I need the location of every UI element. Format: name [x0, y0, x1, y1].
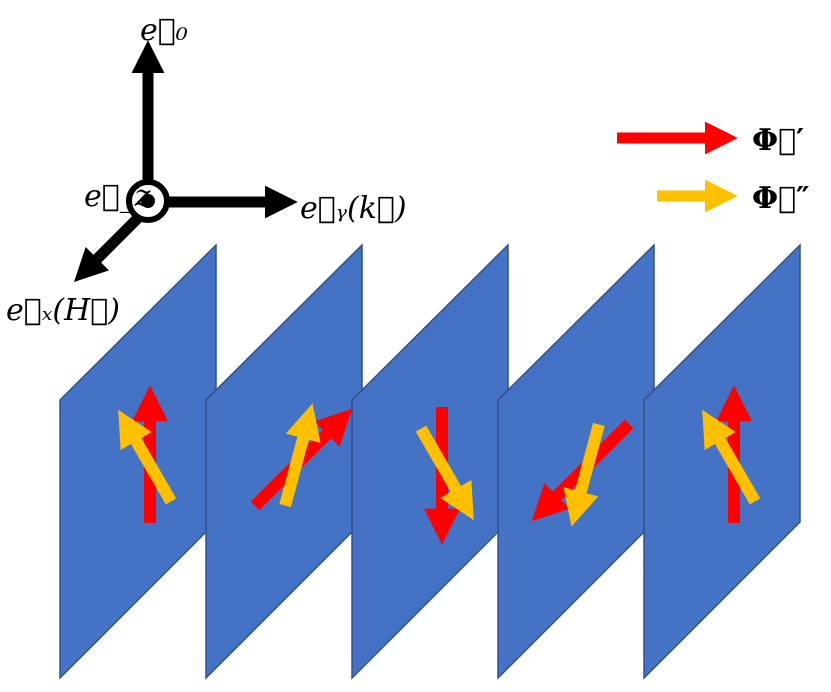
wave-plane — [205, 243, 363, 680]
legend-phi-double-prime-label: Φ⃗″ — [752, 181, 810, 216]
wave-plane — [351, 243, 509, 680]
axis-e0-label: e⃗₀ — [140, 13, 188, 48]
wave-plane — [497, 243, 655, 680]
legend: Φ⃗′ Φ⃗″ — [617, 121, 810, 216]
plane-surface — [351, 243, 509, 680]
plane-surface — [205, 243, 363, 680]
phi-double-prime-arrow — [563, 422, 605, 527]
phi-double-prime-arrow — [279, 403, 321, 508]
axis-ez-label: e⃗_z — [84, 179, 151, 214]
plane-surface — [497, 243, 655, 680]
axis-ey-label: e⃗ᵧ(k⃗) — [300, 191, 407, 226]
axis-ex-label: e⃗ₓ(H⃗) — [6, 293, 120, 328]
plane-surface — [643, 243, 801, 680]
phi-double-prime-arrow — [415, 425, 474, 521]
axis-ex-arrow — [73, 214, 142, 283]
circle-dot-icon — [126, 179, 170, 223]
phi-double-prime-arrow — [118, 409, 177, 505]
legend-item-phi-double-prime: Φ⃗″ — [657, 179, 810, 216]
legend-item-phi-prime: Φ⃗′ — [617, 121, 804, 158]
wave-plane — [643, 243, 801, 680]
wave-planes — [59, 243, 801, 680]
legend-phi-prime-label: Φ⃗′ — [752, 123, 804, 158]
phi-double-prime-arrow — [702, 409, 761, 505]
coordinate-axes: e⃗₀ e⃗_z e⃗ᵧ(k⃗) e⃗ₓ(H⃗) — [6, 13, 407, 328]
